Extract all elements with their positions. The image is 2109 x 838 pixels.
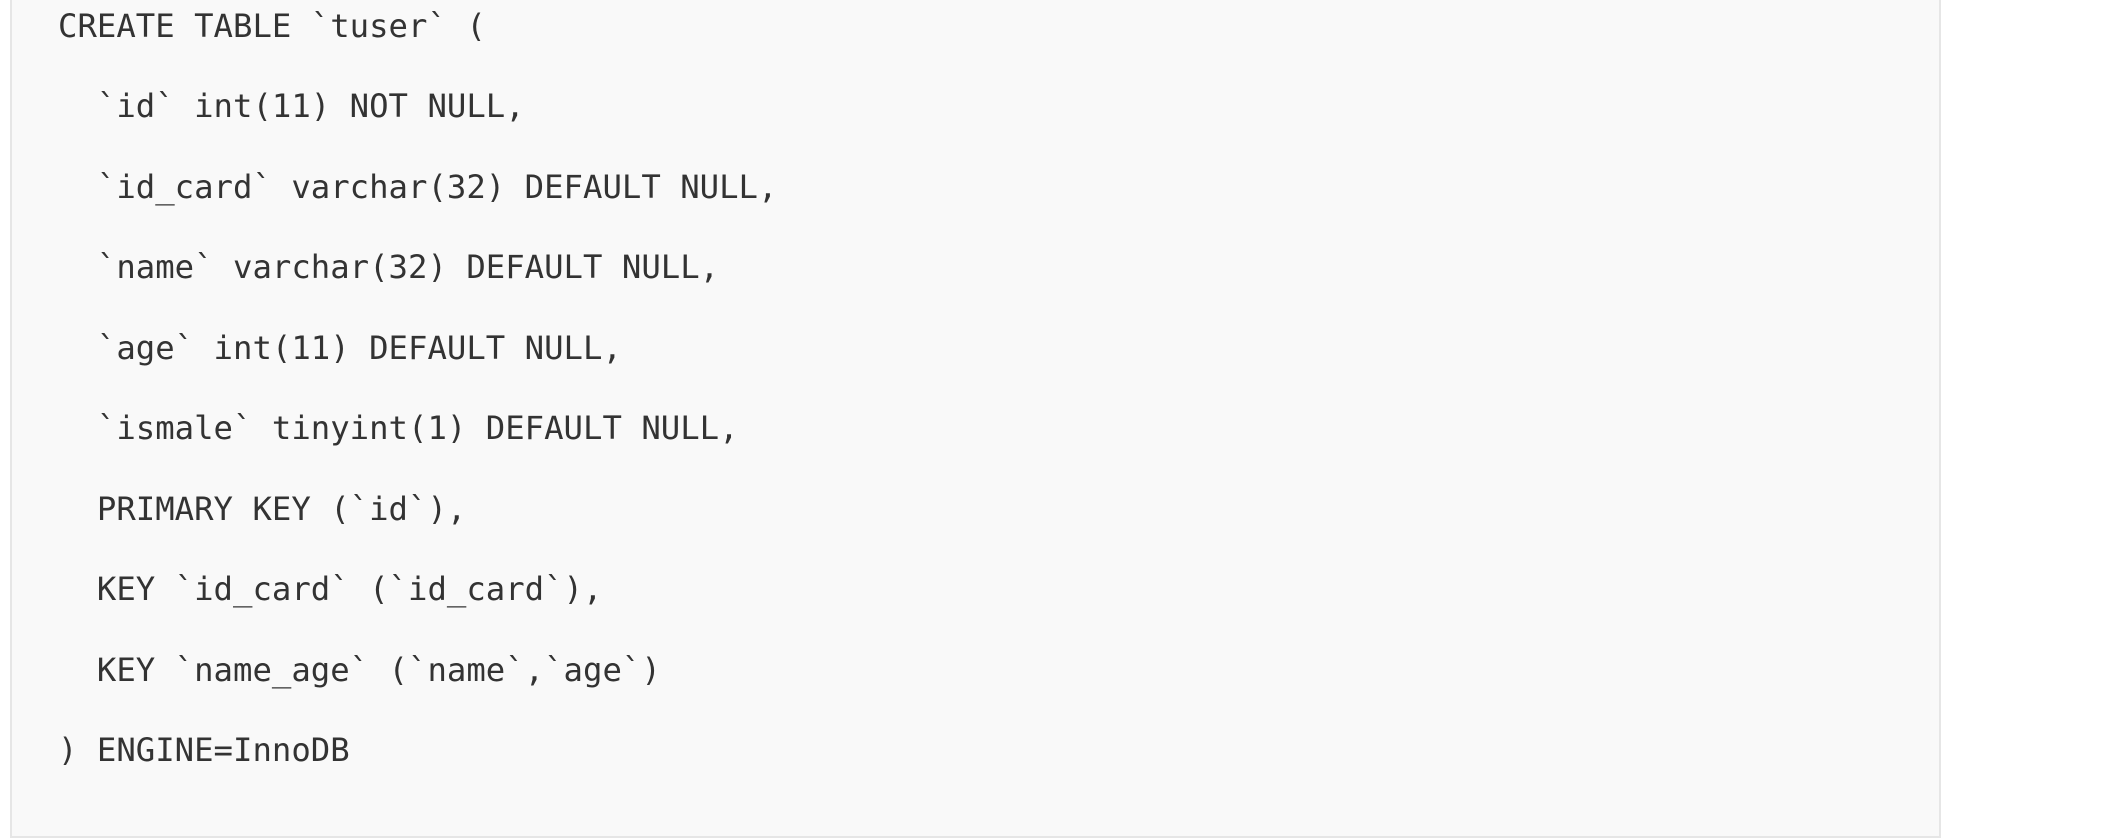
code-line-id-column: `id` int(11) NOT NULL, xyxy=(58,87,525,125)
code-line-age-column: `age` int(11) DEFAULT NULL, xyxy=(58,329,622,367)
code-line-engine: ) ENGINE=InnoDB xyxy=(58,731,350,769)
code-line-key-id-card: KEY `id_card` (`id_card`), xyxy=(58,570,603,608)
code-line-ismale-column: `ismale` tinyint(1) DEFAULT NULL, xyxy=(58,409,739,447)
code-line-create-table: CREATE TABLE `tuser` ( xyxy=(58,7,486,45)
code-line-key-name-age: KEY `name_age` (`name`,`age`) xyxy=(58,651,661,689)
code-block: CREATE TABLE `tuser` ( `id` int(11) NOT … xyxy=(10,0,1941,838)
code-line-primary-key: PRIMARY KEY (`id`), xyxy=(58,490,467,528)
code-line-id-card-column: `id_card` varchar(32) DEFAULT NULL, xyxy=(58,168,778,206)
code-line-name-column: `name` varchar(32) DEFAULT NULL, xyxy=(58,248,720,286)
